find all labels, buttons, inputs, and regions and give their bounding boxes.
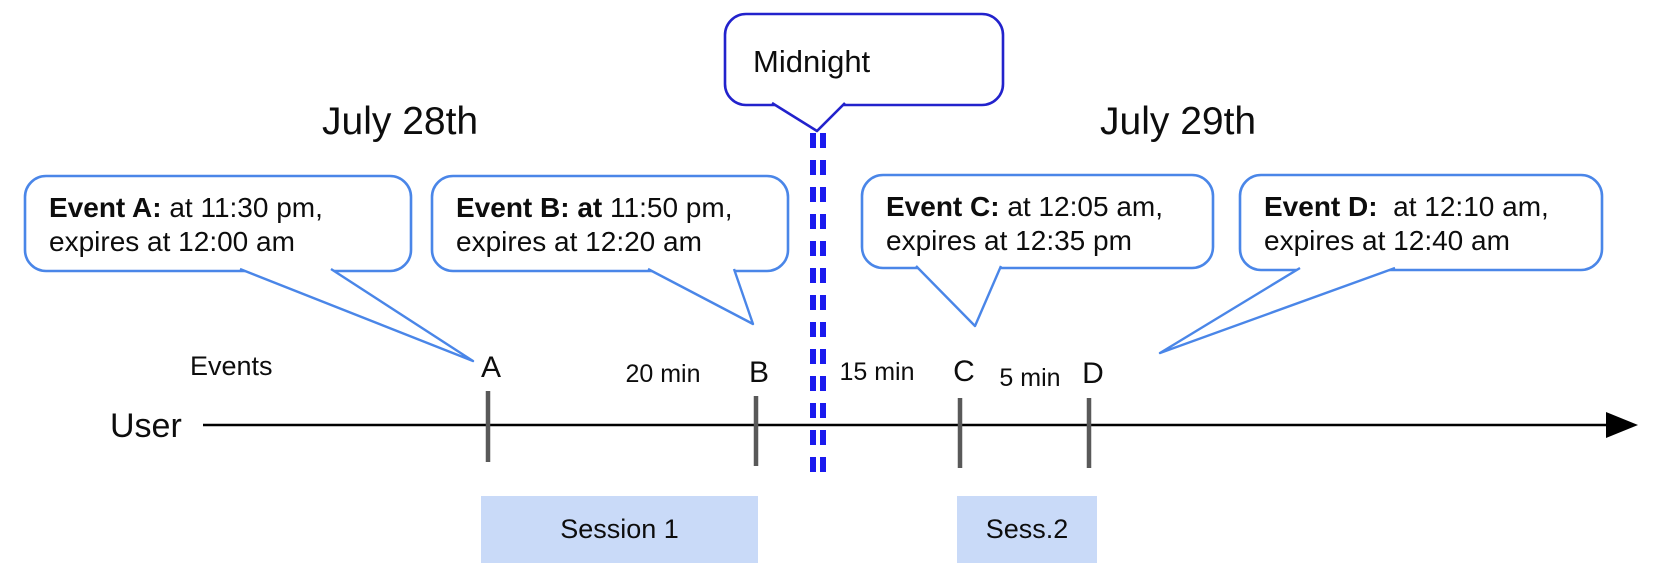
event-b-line1: Event B: at 11:50 pm, — [456, 192, 733, 223]
midnight-bubble-shape — [723, 12, 1005, 107]
tick-label-a: A — [480, 351, 501, 384]
event-c-line2: expires at 12:35 pm — [886, 225, 1132, 256]
event-b-bubble-text: Event B: at 11:50 pm, expires at 12:20 a… — [456, 191, 732, 259]
event-a-bubble-shape — [23, 174, 413, 273]
event-c-bubble-tail — [915, 265, 1003, 328]
session-2-box: Sess.2 — [957, 496, 1097, 563]
event-d-bubble-text: Event D: at 12:10 am, expires at 12:40 a… — [1264, 190, 1549, 258]
session-1-box: Session 1 — [481, 496, 758, 563]
event-d-bubble-shape — [1238, 173, 1604, 272]
event-c-bubble-shape — [860, 173, 1215, 270]
event-c-line1: Event C: at 12:05 am, — [886, 191, 1164, 222]
event-d-line1: Event D: at 12:10 am, — [1264, 191, 1549, 222]
event-b-bubble-tail — [647, 267, 755, 326]
session-2-label: Sess.2 — [985, 514, 1069, 544]
user-axis-label: User — [110, 407, 182, 445]
event-c-bubble-text: Event C: at 12:05 am, expires at 12:35 p… — [886, 190, 1163, 258]
midnight-bubble-tail — [771, 101, 846, 133]
gap-label-5min: 5 min — [999, 364, 1061, 392]
tick-label-d: D — [1082, 357, 1104, 390]
midnight-label: Midnight — [753, 44, 871, 79]
date-title-july-29: July 29th — [1100, 100, 1257, 143]
event-a-line1: Event A: at 11:30 pm, — [49, 192, 323, 223]
date-title-july-28: July 28th — [322, 100, 479, 143]
session-1-label: Session 1 — [560, 514, 679, 544]
event-a-bubble-text: Event A: at 11:30 pm, expires at 12:00 a… — [49, 191, 323, 259]
event-a-line2: expires at 12:00 am — [49, 226, 295, 257]
event-d-line2: expires at 12:40 am — [1264, 225, 1510, 256]
event-a-bubble-tail — [239, 267, 475, 363]
event-d-bubble-tail — [1158, 266, 1396, 355]
tick-label-c: C — [953, 355, 975, 388]
event-b-line2: expires at 12:20 am — [456, 226, 702, 257]
timeline-arrowhead — [1606, 412, 1638, 438]
event-b-bubble-shape — [430, 174, 790, 273]
gap-label-20min: 20 min — [625, 360, 701, 388]
tick-label-b: B — [748, 356, 769, 389]
events-axis-label: Events — [190, 351, 273, 381]
gap-label-15min: 15 min — [839, 358, 915, 386]
